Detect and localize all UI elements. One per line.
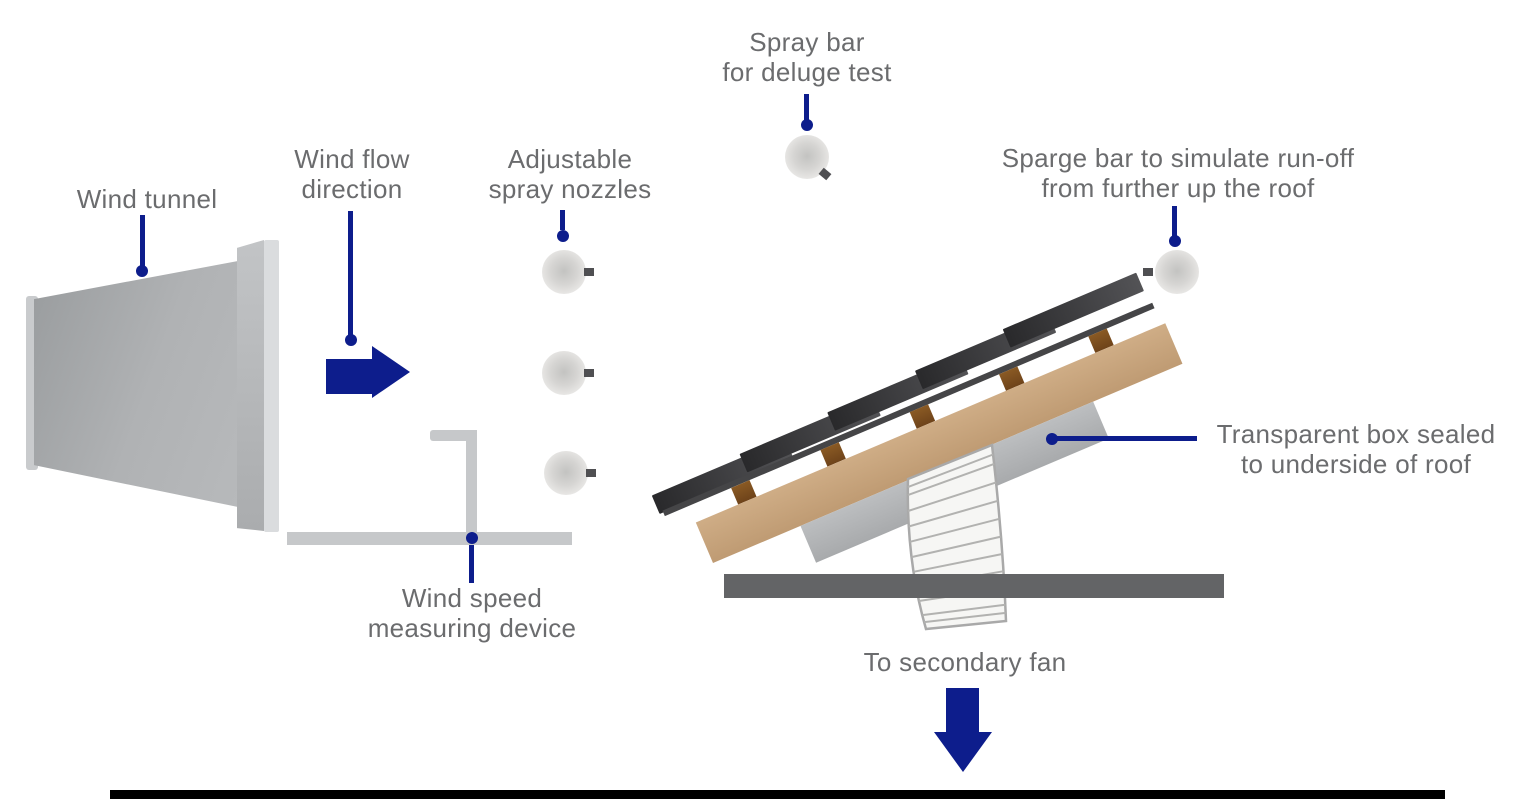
spray-nozzle-outlet-icon: [584, 268, 594, 276]
spray-nozzle-icon: [544, 451, 588, 495]
label-secondary-fan-line1: To secondary fan: [863, 647, 1067, 677]
label-wind-tunnel-line1: Wind tunnel: [76, 184, 218, 214]
leader-dot-transparent-box: [1046, 433, 1058, 445]
leader-dot-wind-tunnel: [136, 265, 148, 277]
label-spray-nozzles-line1: Adjustable: [507, 144, 633, 174]
label-adjustable-spray-nozzles: Adjustable spray nozzles: [489, 144, 652, 204]
test-bench: [724, 574, 1224, 598]
label-transparent-box-line1: Transparent box sealed: [1216, 419, 1496, 449]
flexible-duct: [906, 443, 1008, 631]
label-sparge-bar-line1: Sparge bar to simulate run-off: [1001, 143, 1355, 173]
label-spray-nozzles-line2: spray nozzles: [488, 174, 652, 204]
leader-wind-speed: [469, 545, 474, 583]
label-wind-speed-line1: Wind speed: [401, 583, 543, 613]
spray-nozzle-outlet-icon: [586, 469, 596, 477]
leader-dot-wind-flow: [345, 334, 357, 346]
label-wind-flow-line2: direction: [301, 174, 403, 204]
leader-dot-wind-speed: [466, 532, 478, 544]
label-transparent-box: Transparent box sealed to underside of r…: [1217, 419, 1496, 479]
leader-dot-spray-nozzles: [557, 230, 569, 242]
secondary-fan-arrowhead-icon: [934, 732, 992, 772]
wind-tunnel-horn: [34, 261, 238, 507]
spray-bar-outlet-icon: [818, 167, 832, 181]
label-transparent-box-line2: to underside of roof: [1240, 449, 1472, 479]
spray-nozzle-icon: [542, 351, 586, 395]
bottom-border-strip: [110, 790, 1445, 799]
label-spray-bar-line1: Spray bar: [749, 27, 865, 57]
secondary-fan-arrow-icon: [946, 688, 979, 733]
leader-sparge-bar: [1172, 206, 1177, 236]
label-spray-bar-line2: for deluge test: [722, 57, 892, 87]
label-to-secondary-fan: To secondary fan: [864, 647, 1067, 677]
wind-speed-device-base-bar: [287, 532, 572, 545]
spray-nozzle-icon: [542, 250, 586, 294]
label-wind-speed-device: Wind speed measuring device: [368, 583, 577, 643]
label-sparge-bar-line2: from further up the roof: [1041, 173, 1315, 203]
leader-spray-bar: [804, 94, 809, 120]
label-wind-flow-line1: Wind flow: [294, 144, 410, 174]
leader-wind-flow: [348, 211, 353, 335]
label-wind-flow-direction: Wind flow direction: [294, 144, 409, 204]
leader-spray-nozzles: [560, 210, 565, 230]
wind-tunnel-outlet-rim: [237, 240, 264, 531]
wind-flow-arrow-icon: [326, 359, 372, 394]
sparge-bar-outlet-icon: [1143, 268, 1153, 276]
label-wind-speed-line2: measuring device: [367, 613, 577, 643]
label-sparge-bar: Sparge bar to simulate run-off from furt…: [1002, 143, 1354, 203]
label-spray-bar: Spray bar for deluge test: [722, 27, 891, 87]
wind-speed-device-tube-horizontal: [430, 430, 477, 441]
leader-wind-tunnel: [140, 215, 145, 267]
wind-speed-device-tube-vertical: [466, 430, 477, 532]
leader-dot-sparge-bar: [1169, 235, 1181, 247]
wind-tunnel-outlet-rim-edge: [264, 240, 279, 532]
leader-transparent-box: [1056, 436, 1197, 441]
leader-dot-spray-bar: [801, 119, 813, 131]
sparge-bar-icon: [1155, 250, 1199, 294]
wind-flow-arrowhead-icon: [372, 346, 410, 398]
label-wind-tunnel: Wind tunnel: [77, 184, 218, 214]
spray-nozzle-outlet-icon: [584, 369, 594, 377]
